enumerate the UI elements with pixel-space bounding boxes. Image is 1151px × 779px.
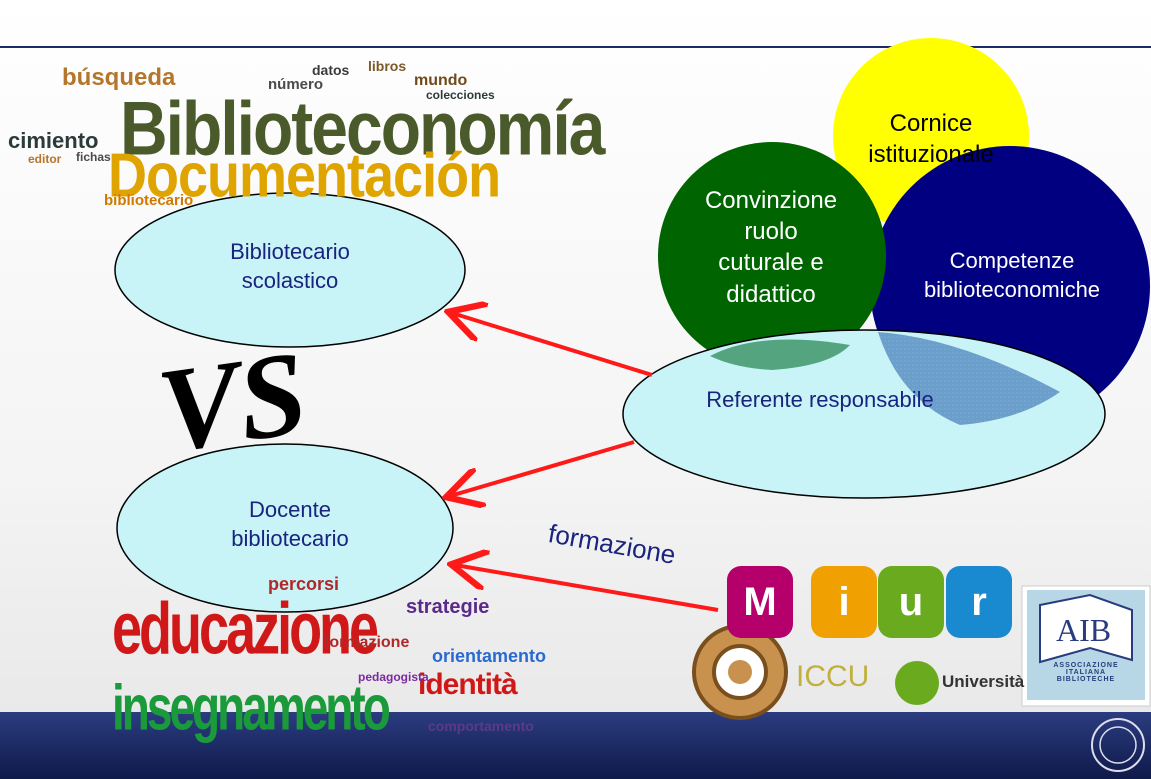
formazione-label: formazione — [546, 518, 678, 570]
university-seal-icon — [1091, 718, 1145, 772]
docente-bibliotecario-label: Docente bibliotecario — [231, 497, 349, 551]
cornice-label: Cornice istituzionale — [868, 110, 994, 169]
miur-tile-i: i — [811, 566, 877, 638]
vs-label: VS — [150, 325, 314, 477]
aib-caption: ASSOCIAZIONE ITALIANA BIBLIOTECHE — [1053, 662, 1119, 683]
docente-bibliotecario-ellipse — [116, 443, 454, 613]
wordcloud-top-numero: número — [268, 76, 324, 93]
wordcloud-top-busqueda: búsqueda — [62, 64, 176, 91]
competenze-label: Competenze biblioteconomiche — [923, 248, 1101, 302]
top-divider-line — [0, 46, 1151, 48]
convinzione-label: Convinzione ruolo cuturale e didattico — [704, 187, 838, 308]
wordcloud-bottom-main1: educazione — [112, 588, 379, 670]
university-seal-inner — [1099, 726, 1137, 764]
wordcloud-top-datos: datos — [312, 62, 350, 78]
wordcloud-top-libros: libros — [368, 58, 407, 74]
overlap-blue-tint — [878, 332, 1060, 425]
aib-book-icon — [1039, 593, 1133, 664]
aib-logo-text: AIB — [1056, 612, 1112, 648]
wordcloud-bottom-orientamento: orientamento — [432, 646, 547, 666]
wordcloud-bottom-main2: insegnamento — [112, 670, 391, 744]
wordcloud-top-editor: editor — [28, 152, 62, 166]
wordcloud-bottom-formazione: formazione — [324, 634, 410, 651]
universita-logo-text: Università — [942, 672, 1025, 691]
wordcloud-bottom-pedagogista: pedagogista — [358, 670, 429, 684]
bibliotecario-scolastico-label: Bibliotecario scolastico — [230, 239, 350, 293]
arrow-formazione-to-docente — [455, 565, 719, 612]
arrow-referente-to-scolastico — [452, 313, 653, 377]
wordcloud-bottom-percorsi: percorsi — [268, 574, 340, 594]
universita-u-icon — [895, 661, 939, 705]
miur-tile-m: M — [727, 566, 793, 638]
miur-tile-u: u — [878, 566, 944, 638]
wordcloud-top-colecciones: colecciones — [426, 88, 495, 102]
wordcloud-top-main2: Documentación — [108, 141, 501, 211]
wordcloud-top-bibliotecario: bibliotecario — [104, 192, 194, 209]
referente-responsabile-label: Referente responsabile — [706, 387, 934, 412]
wordcloud-bottom-comportamento: comportamento — [428, 718, 534, 734]
miur-tile-r: r — [946, 566, 1012, 638]
bibliotecario-scolastico-ellipse — [114, 192, 466, 348]
wordcloud-top-cimiento: cimiento — [8, 128, 99, 153]
wordcloud-top-fichas: fichas — [76, 150, 111, 164]
at-logo-core — [728, 660, 752, 684]
wordcloud-top-main1: Biblioteconomía — [120, 85, 605, 171]
wordcloud-top-mundo: mundo — [414, 72, 468, 89]
iccu-logo-text: ICCU — [796, 660, 870, 693]
wordcloud-bottom-identita: identità — [418, 668, 518, 701]
wordcloud-bottom-strategie: strategie — [406, 596, 490, 618]
arrow-referente-to-docente — [450, 440, 635, 496]
convinzione-circle — [658, 142, 886, 370]
overlap-green-tint — [710, 339, 850, 370]
